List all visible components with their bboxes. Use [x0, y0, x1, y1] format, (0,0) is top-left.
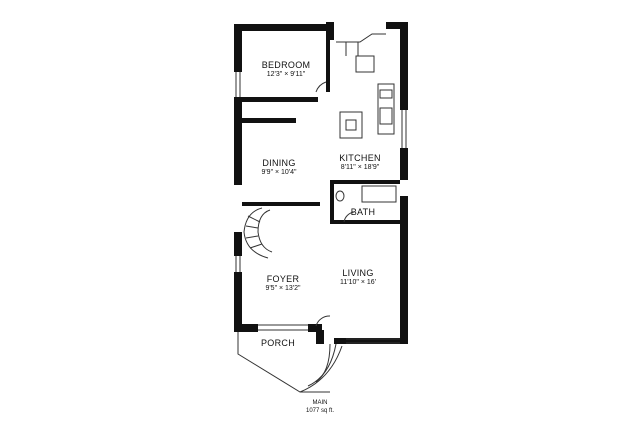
dining-dims: 9'9" × 10'4" [261, 169, 297, 176]
porch-name: PORCH [260, 338, 296, 348]
floor-name: MAIN [312, 400, 328, 406]
windows [235, 72, 407, 344]
stair-lines [243, 33, 386, 259]
bath-name: BATH [350, 207, 376, 217]
foyer-dims: 9'5" × 13'2" [265, 285, 301, 292]
living-dims: 11'10" × 16' [340, 279, 376, 286]
kitchen-dims: 8'11" × 18'9" [340, 164, 380, 171]
interior-walls [242, 40, 400, 224]
living-name: LIVING [342, 268, 374, 278]
bedroom-dims: 12'3" × 9'11" [266, 71, 306, 78]
foyer-name: FOYER [266, 274, 300, 284]
dining-name: DINING [262, 158, 296, 168]
bedroom-name: BEDROOM [261, 60, 311, 70]
kitchen-name: KITCHEN [339, 153, 381, 163]
floor-area: 1077 sq ft. [305, 408, 335, 414]
kitchen-fixtures [339, 55, 395, 139]
exterior-walls [234, 22, 408, 344]
porch-shape [237, 332, 343, 393]
door-swings [315, 81, 355, 327]
bath-fixtures [335, 185, 397, 203]
